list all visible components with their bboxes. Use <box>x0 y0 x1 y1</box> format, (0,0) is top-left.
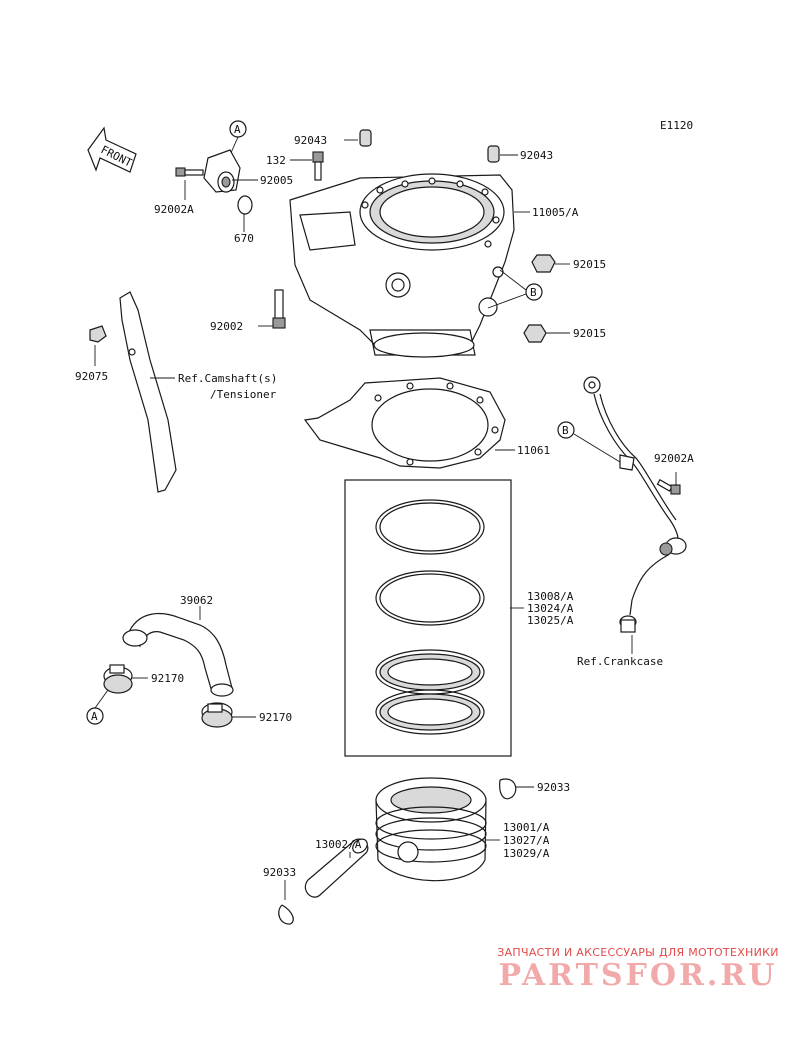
label-ref-crankcase: Ref.Crankcase <box>577 655 663 668</box>
label-92170-a: 92170 <box>151 672 184 685</box>
oil-ring-set <box>375 649 485 735</box>
label-rings-2: 13024/A <box>527 602 574 615</box>
label-92005: 92005 <box>260 174 293 187</box>
fitting-92005 <box>203 149 241 193</box>
label-rings-3: 13025/A <box>527 614 574 627</box>
label-670: 670 <box>234 232 254 245</box>
piston-ring-top <box>375 499 485 555</box>
piston-rings-box <box>344 479 512 757</box>
callout-a-top: A <box>229 120 247 138</box>
part-labels: 92043 92043 132 92005 92002A 670 11005/A… <box>75 134 694 879</box>
label-92002: 92002 <box>210 320 243 333</box>
label-piston-2: 13027/A <box>503 834 550 847</box>
piston-pin <box>304 838 369 898</box>
diagram-code: E1120 <box>660 119 693 132</box>
svg-text:A: A <box>91 710 98 723</box>
label-ref-camshaft: Ref.Camshaft(s) <box>178 372 277 385</box>
label-92075: 92075 <box>75 370 108 383</box>
label-39062: 39062 <box>180 594 213 607</box>
circlip-right <box>499 778 517 800</box>
callout-b-hose: B <box>557 421 575 439</box>
nut-92015-upper <box>531 254 556 273</box>
bolt-132 <box>312 151 324 181</box>
label-92015-b: 92015 <box>573 327 606 340</box>
label-11005A: 11005/A <box>532 206 579 219</box>
nut-92015-lower <box>523 324 547 343</box>
label-132: 132 <box>266 154 286 167</box>
svg-text:B: B <box>530 286 537 299</box>
hose-clamp-left <box>103 664 133 694</box>
callout-a-bottom: A <box>86 707 104 725</box>
breather-hose <box>122 612 234 697</box>
head-gasket <box>303 377 506 469</box>
front-arrow-icon: FRONT <box>87 126 137 173</box>
piston-ring-second <box>375 570 485 626</box>
o-ring-670 <box>237 195 253 215</box>
label-92033-a: 92033 <box>537 781 570 794</box>
bolt-92002A-top <box>175 167 204 177</box>
label-rings-1: 13008/A <box>527 590 574 603</box>
cam-chain-guide <box>119 291 177 493</box>
label-92002A-hose: 92002A <box>654 452 694 465</box>
label-ref-tensioner: /Tensioner <box>210 388 277 401</box>
label-92002A-top: 92002A <box>154 203 194 216</box>
bolt-92002 <box>272 289 286 329</box>
label-piston-1: 13001/A <box>503 821 550 834</box>
watermark-logo: PARTSFOR.RU <box>498 958 778 993</box>
watermark-tagline: ЗАПЧАСТИ И АКСЕССУАРЫ ДЛЯ МОТОТЕХНИКИ <box>497 946 779 959</box>
label-92033-b: 92033 <box>263 866 296 879</box>
label-13002A: 13002/A <box>315 838 362 851</box>
dowel-pin-left <box>359 129 372 147</box>
watermark: ЗАПЧАСТИ И АКСЕССУАРЫ ДЛЯ МОТОТЕХНИКИ PA… <box>488 946 788 993</box>
label-11061: 11061 <box>517 444 550 457</box>
callout-b-cylinder: B <box>525 283 543 301</box>
piston <box>375 777 487 882</box>
oil-hose <box>583 376 687 633</box>
guide-pin-92075 <box>89 325 107 343</box>
dowel-pin-right <box>487 145 500 163</box>
hose-clamp-right <box>201 702 233 728</box>
svg-text:A: A <box>234 123 241 136</box>
cylinder <box>289 173 515 358</box>
circlip-left <box>278 904 294 925</box>
svg-text:B: B <box>562 424 569 437</box>
label-92170-b: 92170 <box>259 711 292 724</box>
label-92043-a: 92043 <box>294 134 327 147</box>
label-piston-3: 13029/A <box>503 847 550 860</box>
label-92043-b: 92043 <box>520 149 553 162</box>
leader-lines <box>94 139 677 900</box>
bolt-92002A-hose <box>656 478 681 495</box>
label-92015-a: 92015 <box>573 258 606 271</box>
